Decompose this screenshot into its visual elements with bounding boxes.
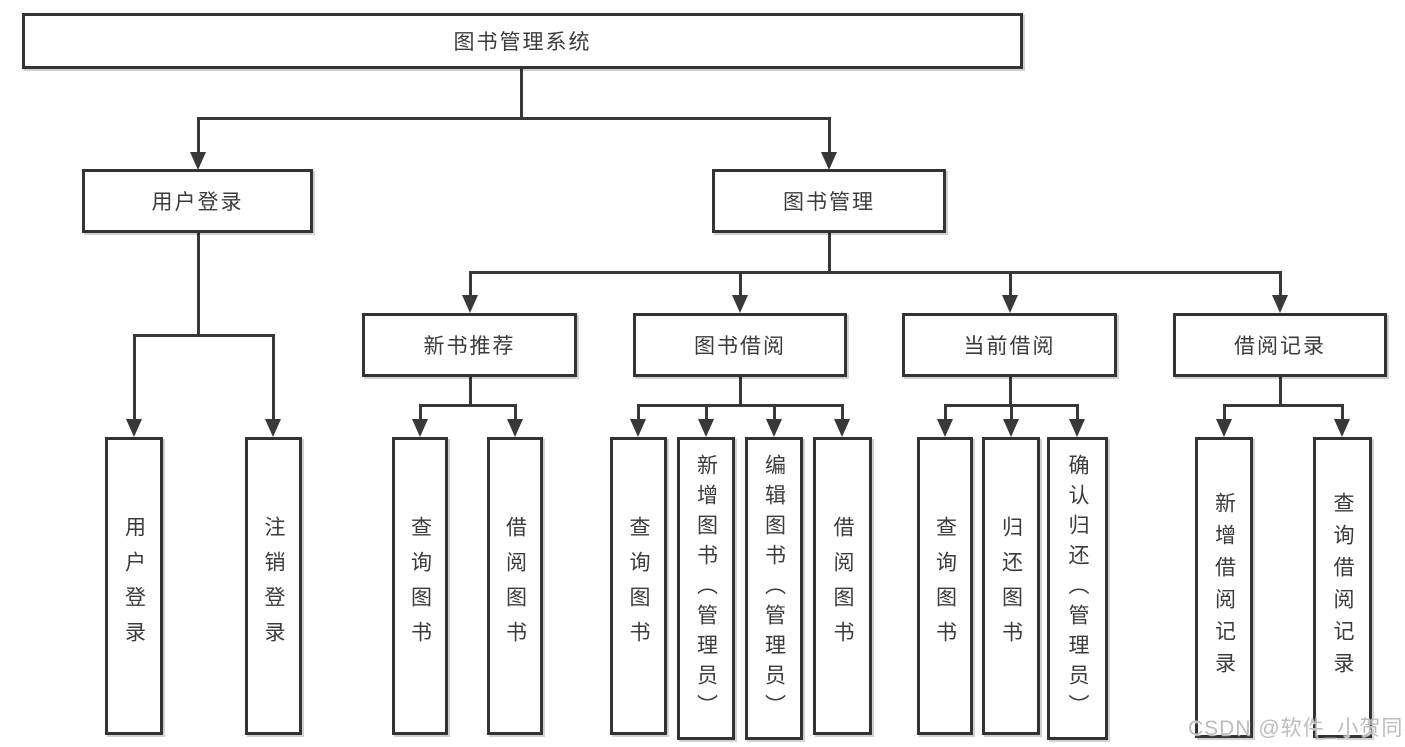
leaf-label: 用户登录: [122, 516, 146, 656]
arrowhead-down-icon: [1334, 419, 1350, 437]
leaf-return-book: 归还图书: [982, 437, 1040, 735]
arrowhead-down-icon: [732, 295, 748, 313]
arrowhead-down-icon: [1272, 295, 1288, 313]
arrowhead-down-icon: [1002, 295, 1018, 313]
connector-arrow-stem: [739, 273, 742, 297]
arrowhead-down-icon: [834, 419, 850, 437]
leaf-label: 查询借阅记录: [1331, 491, 1354, 684]
leaf-user-login: 用户登录: [105, 437, 163, 735]
connector-bookmgmt-stem: [828, 232, 831, 274]
node-borrowing-records: 借阅记录: [1173, 313, 1387, 377]
arrowhead-down-icon: [1003, 419, 1019, 437]
csdn-watermark: CSDN @软件_小贺同学: [1188, 717, 1405, 740]
arrowhead-down-icon: [1216, 419, 1232, 437]
connector-userlogin-stem: [197, 232, 200, 337]
node-library-management-system: 图书管理系统: [22, 13, 1023, 69]
connector-records-branch: [1223, 404, 1344, 407]
connector-arrow-stem: [197, 119, 200, 154]
arrowhead-down-icon: [766, 419, 782, 437]
leaf-search-borrow-record: 查询借阅记录: [1313, 437, 1372, 738]
leaf-search-books-recommend: 查询图书: [392, 437, 448, 735]
node-label: 新书推荐: [423, 335, 516, 358]
leaf-borrow-books-borrow: 借阅图书: [813, 437, 872, 735]
connector-userlogin-branch: [133, 334, 275, 337]
leaf-borrow-books-recommend: 借阅图书: [487, 437, 543, 735]
arrowhead-down-icon: [507, 419, 523, 437]
connector-arrow-stem: [1076, 406, 1079, 421]
node-book-borrowing: 图书借阅: [633, 313, 847, 377]
arrowhead-down-icon: [462, 295, 478, 313]
connector-current-stem: [1009, 376, 1012, 407]
leaf-edit-book-admin: 编辑图书（管理员）: [745, 437, 803, 740]
node-label: 用户登录: [151, 191, 244, 214]
arrowhead-down-icon: [190, 152, 206, 170]
connector-borrow-stem: [739, 376, 742, 407]
connector-arrow-stem: [944, 406, 947, 421]
connector-arrow-stem: [841, 406, 844, 421]
connector-newbook-branch: [419, 404, 517, 407]
connector-arrow-stem: [469, 273, 472, 297]
connector-level3-branch: [469, 271, 1282, 274]
connector-root-stem: [520, 69, 523, 119]
leaf-label: 归还图书: [999, 516, 1023, 656]
connector-arrow-stem: [272, 336, 275, 421]
leaf-add-borrow-record: 新增借阅记录: [1195, 437, 1253, 738]
node-label: 图书借阅: [694, 335, 786, 358]
connector-level2-branch: [197, 117, 831, 120]
leaf-search-books-current: 查询图书: [917, 437, 973, 735]
arrowhead-down-icon: [698, 419, 714, 437]
leaf-search-books-borrow: 查询图书: [610, 437, 667, 735]
connector-arrow-stem: [773, 406, 776, 421]
leaf-label: 编辑图书（管理员）: [762, 453, 786, 724]
leaf-label: 查询图书: [408, 516, 432, 656]
arrowhead-down-icon: [937, 419, 953, 437]
leaf-label: 查询图书: [627, 516, 650, 656]
connector-arrow-stem: [1010, 406, 1013, 421]
connector-current-branch: [944, 404, 1079, 407]
connector-arrow-stem: [419, 406, 422, 421]
node-label: 图书管理: [783, 191, 875, 214]
leaf-label: 新增图书（管理员）: [694, 453, 718, 724]
connector-records-stem: [1279, 376, 1282, 407]
leaf-logout: 注销登录: [245, 437, 302, 735]
node-user-login: 用户登录: [82, 169, 313, 233]
node-book-management: 图书管理: [712, 169, 946, 233]
connector-arrow-stem: [133, 336, 136, 421]
node-label: 图书管理系统: [453, 31, 592, 54]
node-label: 借阅记录: [1234, 335, 1326, 358]
connector-arrow-stem: [514, 406, 517, 421]
arrowhead-down-icon: [630, 419, 646, 437]
connector-newbook-stem: [469, 376, 472, 407]
node-current-borrowing: 当前借阅: [902, 313, 1117, 377]
connector-arrow-stem: [828, 119, 831, 154]
connector-arrow-stem: [1279, 273, 1282, 297]
node-new-book-recommend: 新书推荐: [362, 313, 577, 377]
leaf-label: 借阅图书: [503, 516, 527, 656]
connector-arrow-stem: [1223, 406, 1226, 421]
leaf-confirm-return-admin: 确认归还（管理员）: [1047, 437, 1108, 740]
leaf-label: 确认归还（管理员）: [1066, 453, 1089, 724]
leaf-label: 新增借阅记录: [1212, 491, 1236, 684]
arrowhead-down-icon: [412, 419, 428, 437]
connector-arrow-stem: [1009, 273, 1012, 297]
connector-arrow-stem: [1341, 406, 1344, 421]
leaf-add-book-admin: 新增图书（管理员）: [677, 437, 735, 740]
arrowhead-down-icon: [126, 419, 142, 437]
leaf-label: 注销登录: [262, 516, 285, 656]
arrowhead-down-icon: [821, 152, 837, 170]
leaf-label: 查询图书: [933, 516, 957, 656]
arrowhead-down-icon: [265, 419, 281, 437]
connector-borrow-branch: [637, 404, 844, 407]
arrowhead-down-icon: [1069, 419, 1085, 437]
connector-arrow-stem: [637, 406, 640, 421]
node-label: 当前借阅: [963, 335, 1056, 358]
leaf-label: 借阅图书: [831, 516, 854, 656]
connector-arrow-stem: [705, 406, 708, 421]
